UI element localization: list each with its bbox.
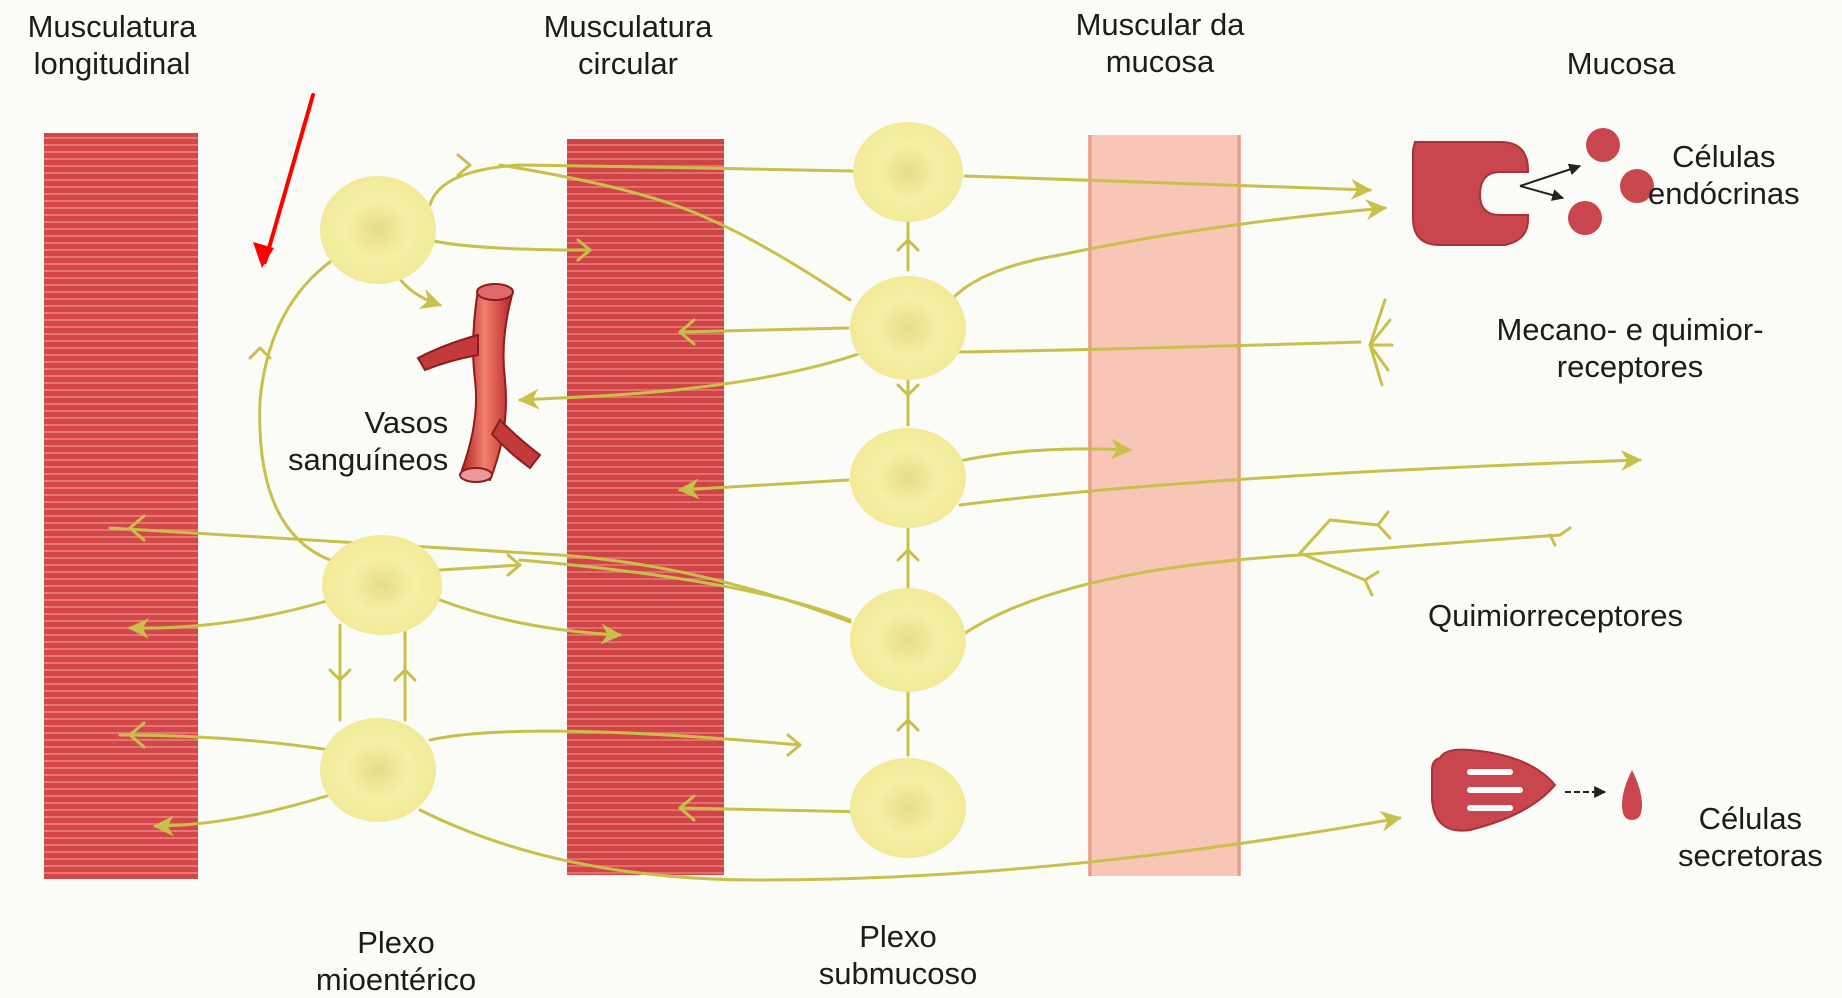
muscularis-line-1: Muscular da [1076,6,1245,43]
vessels-line-1: Vasos [288,404,448,441]
endocrine-cell-icon [1413,128,1654,245]
label-mechano-chemoreceptors: Mecano- e quimior- receptores [1496,311,1763,385]
synaptic-terminals [130,155,918,820]
myenteric-line-2: mioentérico [316,961,476,998]
muscularis-line-2: mucosa [1076,43,1245,80]
myenteric-line-1: Plexo [316,924,476,961]
submucosal-ganglion-1 [853,122,963,222]
secretory-line-1: Células [1678,800,1823,837]
submucosal-line-2: submucoso [819,955,978,992]
secretory-line-2: secretoras [1678,837,1823,874]
receptors-line-2: receptores [1496,348,1763,385]
submucosal-ganglion-5 [850,758,966,858]
myenteric-ganglion-2 [322,535,442,635]
longitudinal-line-2: longitudinal [28,45,197,82]
receptors-line-1: Mecano- e quimior- [1496,311,1763,348]
myenteric-ganglia [320,176,442,822]
label-blood-vessels: Vasos sanguíneos [288,404,448,478]
submucosal-line-1: Plexo [819,918,978,955]
myenteric-ganglion-3 [320,718,436,822]
submucosal-ganglion-3 [850,428,966,528]
label-mucosa: Mucosa [1567,45,1676,82]
label-longitudinal-muscle: Musculatura longitudinal [28,8,197,82]
endocrine-line-2: endócrinas [1648,175,1800,212]
circular-line-1: Musculatura [544,8,713,45]
secretory-cell-icon [1432,750,1642,831]
label-chemoreceptors: Quimiorreceptores [1428,597,1683,634]
vessels-line-2: sanguíneos [288,441,448,478]
endocrine-line-1: Células [1648,138,1800,175]
annotation-arrow [253,95,313,268]
longitudinal-muscle-band [44,133,198,879]
label-submucosal-plexus: Plexo submucoso [819,918,978,992]
label-secretory-cells: Células secretoras [1678,800,1823,874]
label-endocrine-cells: Células endócrinas [1648,138,1800,212]
label-myenteric-plexus: Plexo mioentérico [316,924,476,998]
submucosal-ganglion-4 [850,588,966,692]
label-muscularis-mucosae: Muscular da mucosa [1076,6,1245,80]
myenteric-ganglion-1 [320,176,436,284]
label-circular-muscle: Musculatura circular [544,8,713,82]
longitudinal-line-1: Musculatura [28,8,197,45]
submucosal-ganglion-2 [850,276,966,380]
circular-line-2: circular [544,45,713,82]
